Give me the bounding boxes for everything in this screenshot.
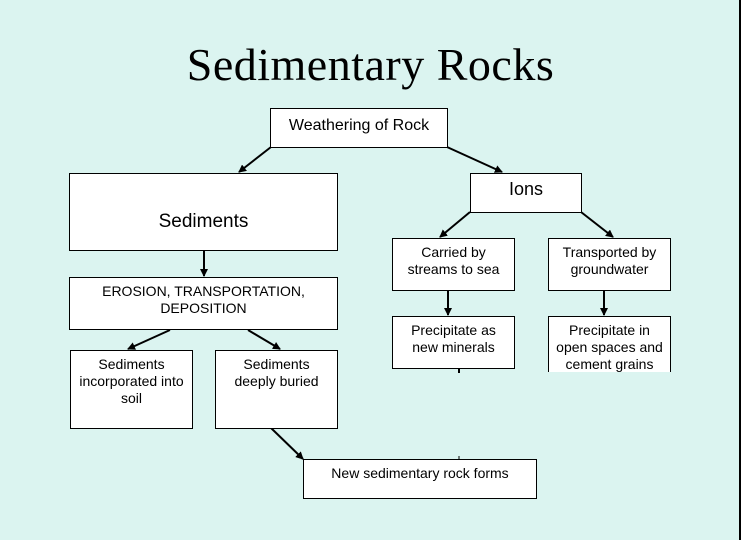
node-precipitate-new-minerals: Precipitate as new minerals: [392, 316, 515, 369]
arrow-weathering-to-ions: [446, 146, 503, 173]
arrow-ions-to-carried: [439, 211, 471, 238]
node-ions: Ions: [470, 173, 582, 213]
node-label-line: streams to sea: [407, 261, 500, 277]
node-label-line: soil: [120, 390, 142, 406]
node-sediments-into-soil: Sediments incorporated into soil: [70, 350, 193, 429]
node-label-line: Transported by: [562, 244, 657, 260]
arrow-buried-to-new-rock: [270, 427, 304, 460]
node-label: New sedimentary rock forms: [331, 465, 509, 481]
node-label-line: open spaces and: [556, 339, 663, 355]
node-label-line: Sediments: [98, 356, 165, 372]
node-label-line: incorporated into: [79, 373, 184, 389]
node-weathering-of-rock: Weathering of Rock: [270, 108, 448, 148]
node-label-line: cement grains: [565, 356, 654, 372]
arrow-erosion-to-soil: [127, 329, 171, 350]
node-label-line: Precipitate as: [411, 322, 496, 338]
node-label-line: groundwater: [570, 261, 649, 277]
node-carried-by-streams: Carried by streams to sea: [392, 238, 515, 291]
node-label-line: DEPOSITION: [160, 300, 247, 316]
node-erosion-transportation-deposition: EROSION, TRANSPORTATION, DEPOSITION: [69, 277, 338, 330]
node-precipitate-open-spaces: Precipitate in open spaces and cement gr…: [548, 316, 671, 372]
node-label-line: deeply buried: [234, 373, 319, 389]
node-label-line: Precipitate in: [569, 322, 650, 338]
node-label: Weathering of Rock: [288, 117, 430, 134]
page-title: Sedimentary Rocks: [186, 39, 555, 90]
arrow-erosion-to-buried: [247, 329, 281, 350]
node-label: Ions: [508, 179, 544, 199]
node-sediments-deeply-buried: Sediments deeply buried: [215, 350, 338, 429]
node-label-line: Carried by: [421, 244, 486, 260]
node-label-line: Sediments: [243, 356, 310, 372]
slide-right-border: [739, 0, 741, 540]
arrow-ions-to-transported: [580, 211, 614, 238]
arrow-weathering-to-sediments: [238, 146, 272, 173]
node-label-line: new minerals: [412, 339, 495, 355]
node-sediments: Sediments: [69, 173, 338, 251]
node-new-sedimentary-rock: New sedimentary rock forms: [303, 459, 537, 499]
node-transported-by-groundwater: Transported by groundwater: [548, 238, 671, 291]
node-label: Sediments: [158, 211, 249, 232]
node-label-line: EROSION, TRANSPORTATION,: [102, 283, 305, 299]
